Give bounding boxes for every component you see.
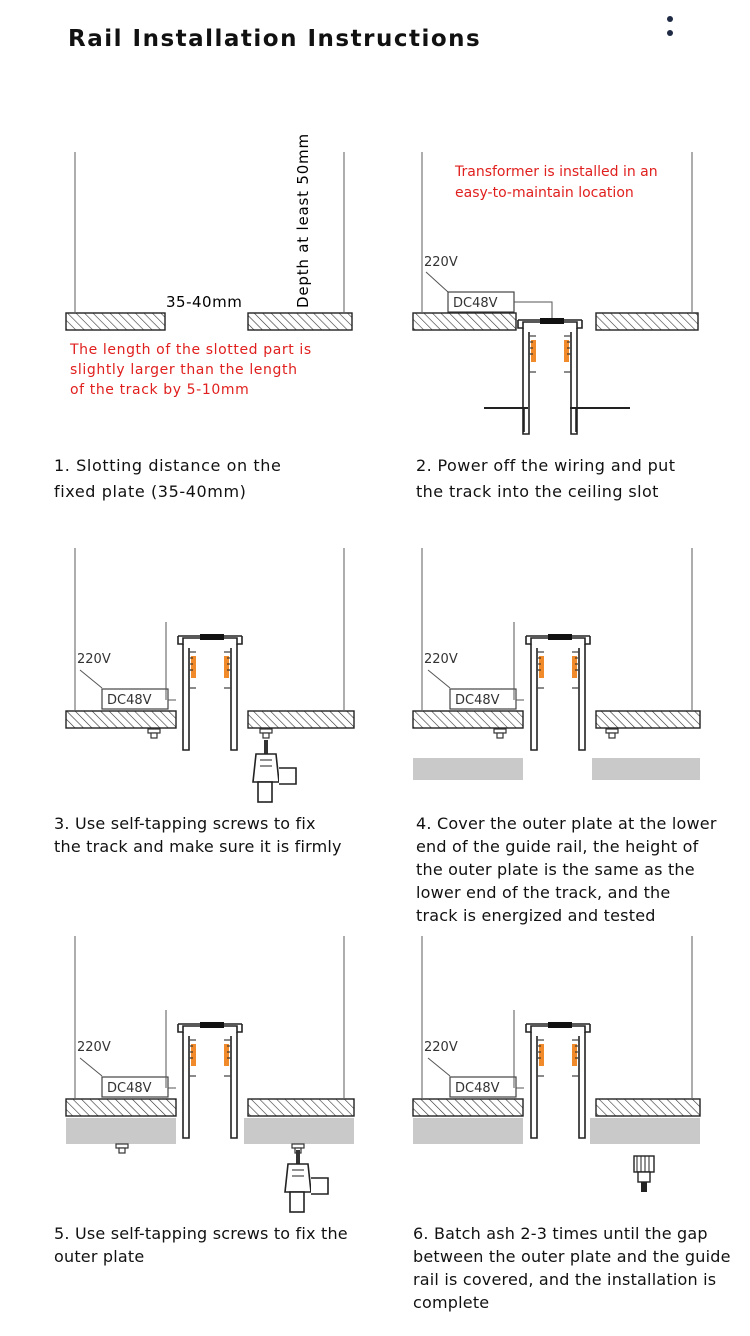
step-3-caption: 3. Use self-tapping screws to fix the tr… (54, 814, 342, 856)
panel-2-insert-track: Transformer is installed in an easy-to-m… (412, 152, 699, 435)
transformer-note-line-2: easy-to-maintain location (455, 185, 634, 201)
step-5-caption: 5. Use self-tapping screws to fix the ou… (54, 1224, 348, 1266)
driver-label: DC48V (453, 296, 498, 311)
driver-label: DC48V (107, 693, 152, 708)
panel-1-slotting: 35-40mm Depth at least 50mm The length o… (65, 133, 353, 398)
slot-note-line-1: The length of the slotted part is (69, 342, 312, 358)
brush-icon (633, 1155, 655, 1192)
driver-label: DC48V (455, 1081, 500, 1096)
depth-label: Depth at least 50mm (294, 133, 312, 308)
driver-label: DC48V (455, 693, 500, 708)
page-title: Rail Installation Instructions (68, 26, 482, 52)
step-4-caption: 4. Cover the outer plate at the lower en… (416, 814, 717, 925)
step-6-caption: 6. Batch ash 2-3 times until the gap bet… (413, 1224, 731, 1312)
panel-5-fix-outer-plate: 220V DC48V (65, 936, 355, 1213)
voltage-label: 220V (77, 1040, 111, 1055)
voltage-label: 220V (424, 1040, 458, 1055)
panel-3-fix-track: 220V DC48V (65, 548, 355, 803)
slot-width-label: 35-40mm (166, 293, 242, 311)
voltage-label: 220V (424, 255, 458, 270)
step-1-caption: 1. Slotting distance on the fixed plate … (54, 456, 282, 501)
more-options-icon[interactable] (660, 12, 680, 42)
slot-note-line-3: of the track by 5-10mm (70, 382, 249, 398)
step-2-caption: 2. Power off the wiring and put the trac… (416, 456, 676, 501)
voltage-label: 220V (424, 652, 458, 667)
transformer-note-line-1: Transformer is installed in an (454, 164, 658, 180)
panel-4-outer-plate: 220V DC48V (412, 548, 701, 780)
slot-note-line-2: slightly larger than the length (70, 362, 298, 378)
voltage-label: 220V (77, 652, 111, 667)
panel-6-finish: 220V DC48V (412, 936, 701, 1192)
driver-label: DC48V (107, 1081, 152, 1096)
